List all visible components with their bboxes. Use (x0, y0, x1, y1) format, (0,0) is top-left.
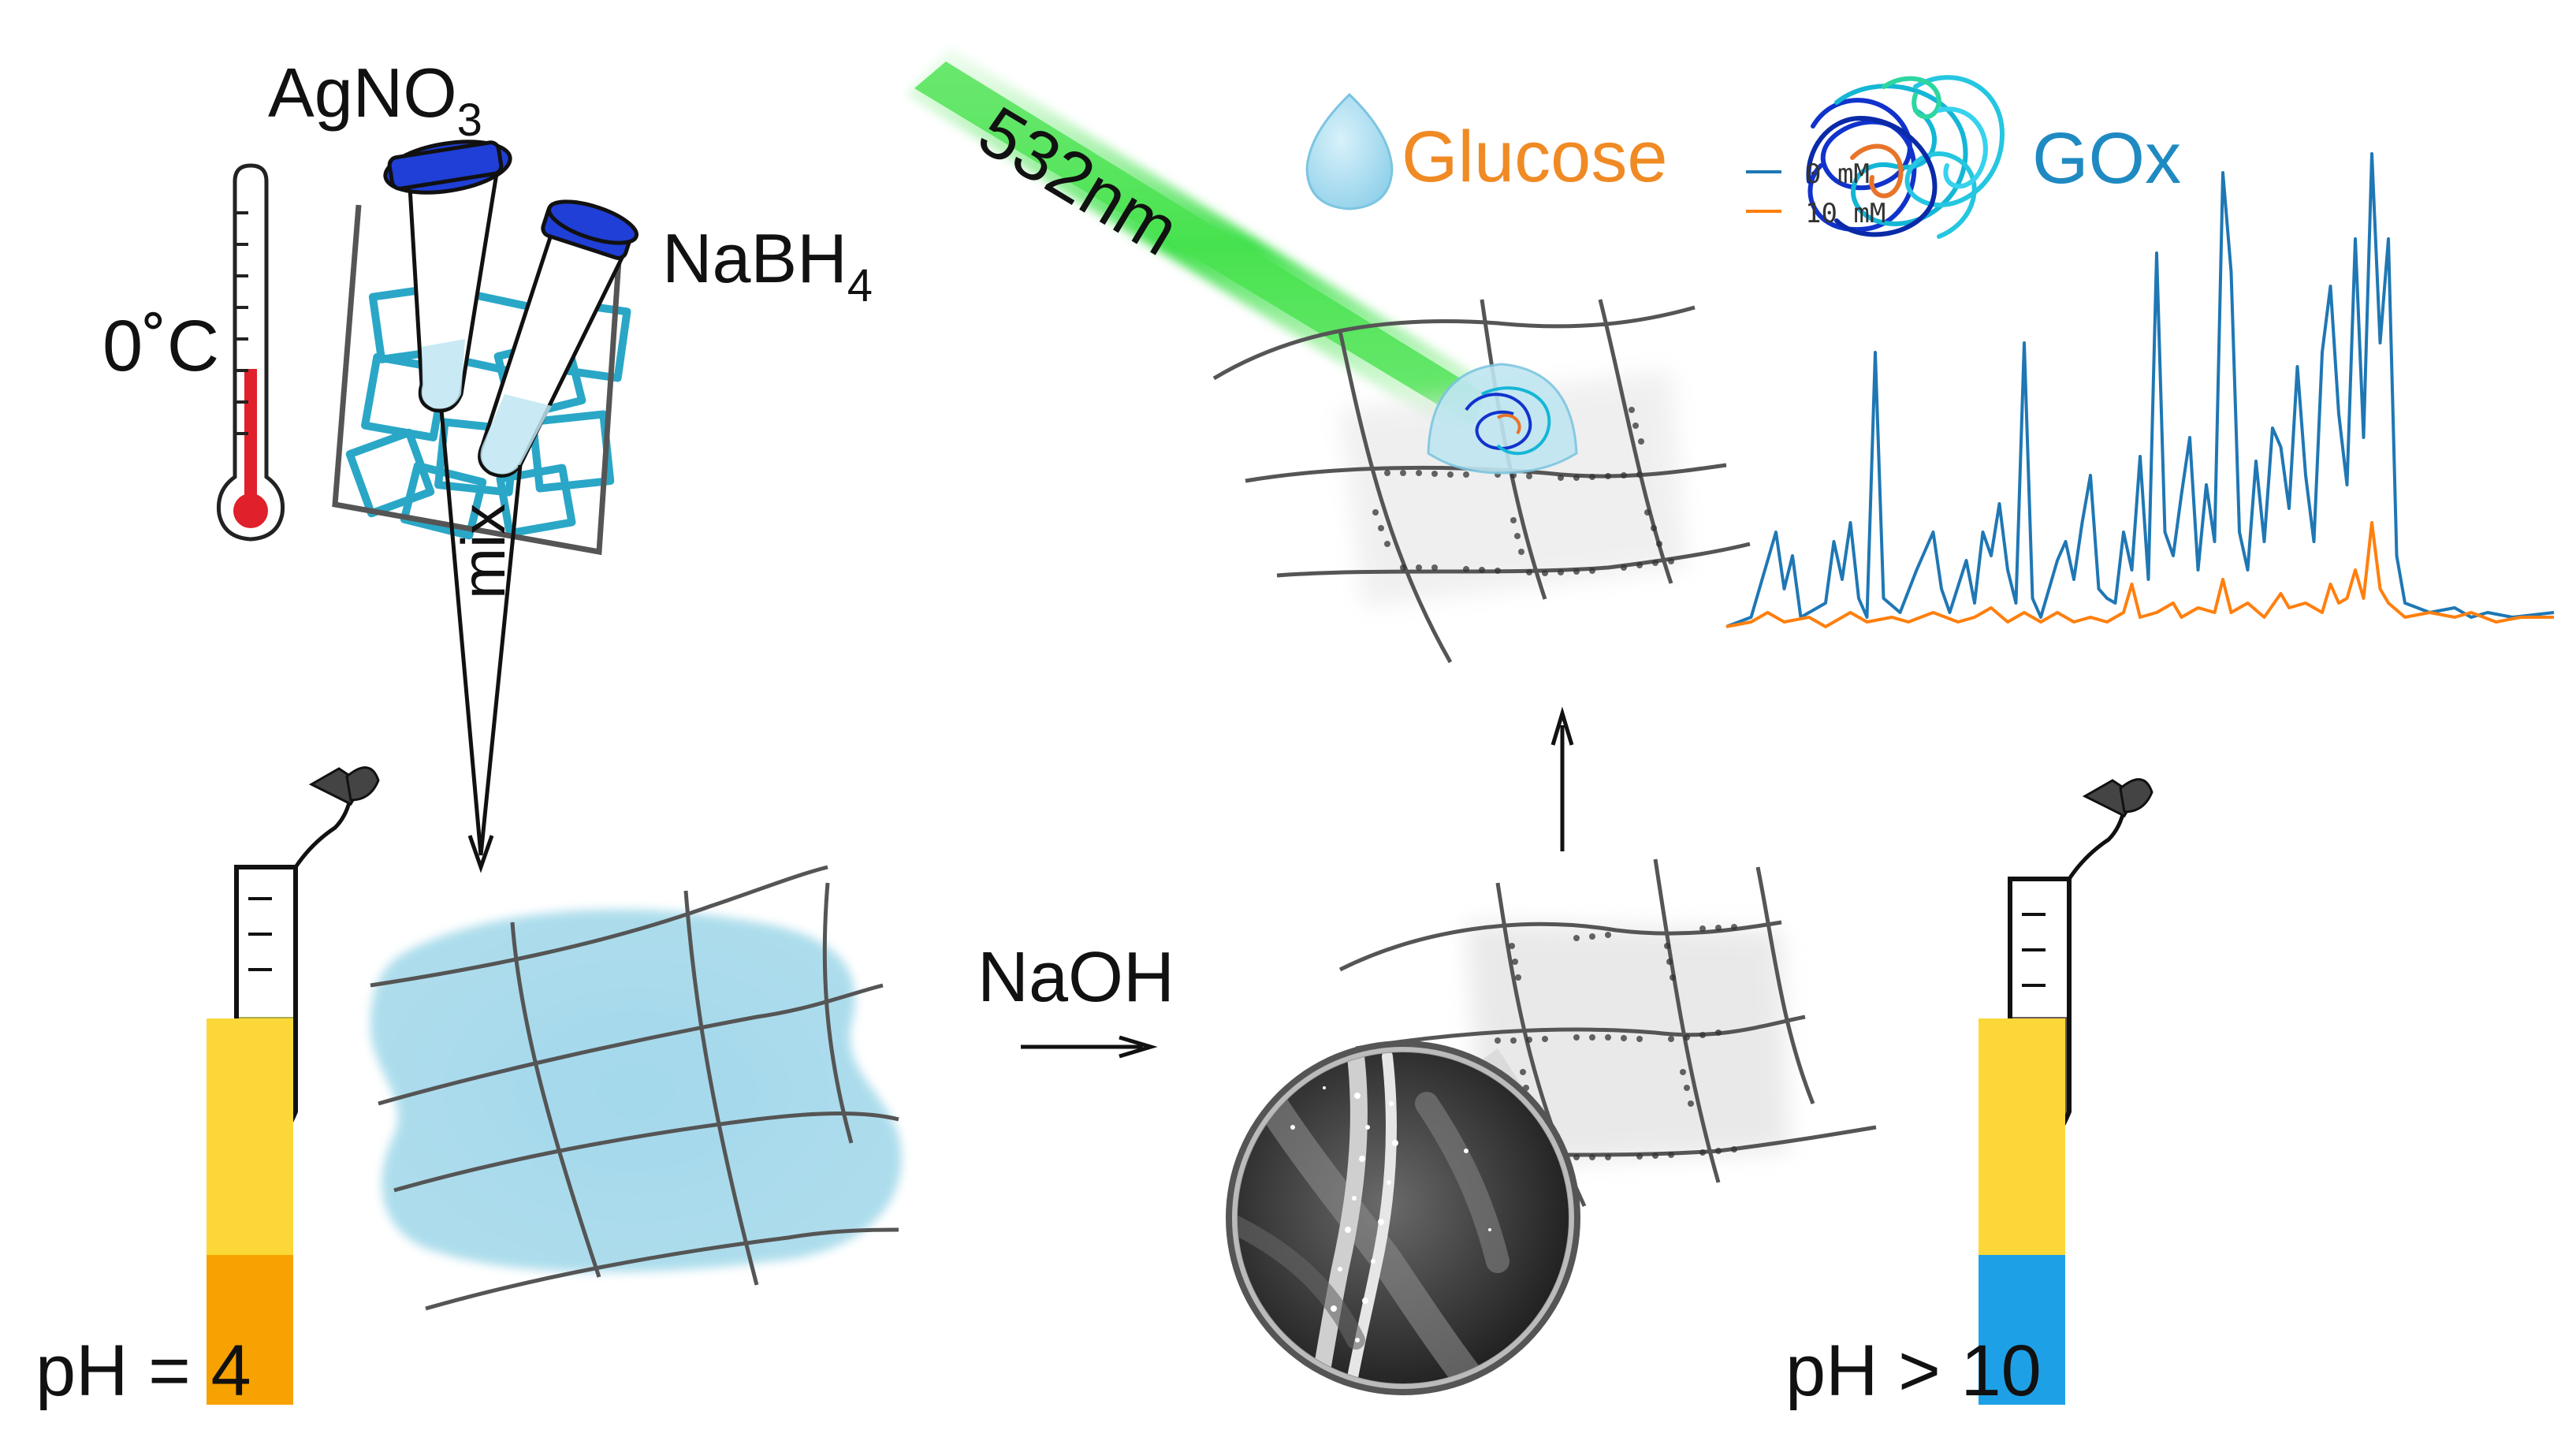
glucose-label: Glucose (1402, 117, 1668, 197)
nabh4-tube (478, 199, 639, 478)
mix-label: mix (449, 504, 518, 599)
spectrum-series-0 (1725, 152, 2555, 628)
glucose-drop-icon (1305, 92, 1394, 210)
agno3-tube (383, 140, 512, 413)
legend-0mM-label: 0 mM (1805, 158, 1870, 190)
naoh-label: NaOH (977, 938, 1174, 1017)
naoh-arrow (1021, 1035, 1158, 1059)
spectrum-series-1 (1725, 521, 2554, 628)
laser-beam (906, 47, 1494, 441)
up-arrow (1550, 706, 1574, 851)
ph10-label: pH > 10 (1785, 1331, 2042, 1411)
mix-arrow (439, 409, 523, 873)
sample-droplet (1427, 363, 1578, 475)
fabric-swatch (370, 865, 902, 1311)
ph10-indicator-strip (1979, 1018, 2065, 1405)
ph4-label: pH = 4 (35, 1331, 251, 1411)
gox-enzyme-icon (1806, 75, 2005, 239)
legend-10mM-label: 10 mM (1805, 198, 1885, 229)
nabh4-label: NaBH4 (662, 219, 873, 311)
temperature-label: 0˚C (102, 306, 219, 386)
ph4-indicator-strip (207, 1018, 293, 1405)
thermometer-icon (216, 163, 285, 542)
sem-micrograph-inset (1226, 1041, 1580, 1395)
sers-spectrum-chart: 0 mM 10 mM (1725, 152, 2555, 628)
sers-mesh-top (1212, 299, 1751, 664)
agno3-label: AgNO3 (268, 54, 482, 146)
gox-label: GOx (2032, 118, 2181, 199)
